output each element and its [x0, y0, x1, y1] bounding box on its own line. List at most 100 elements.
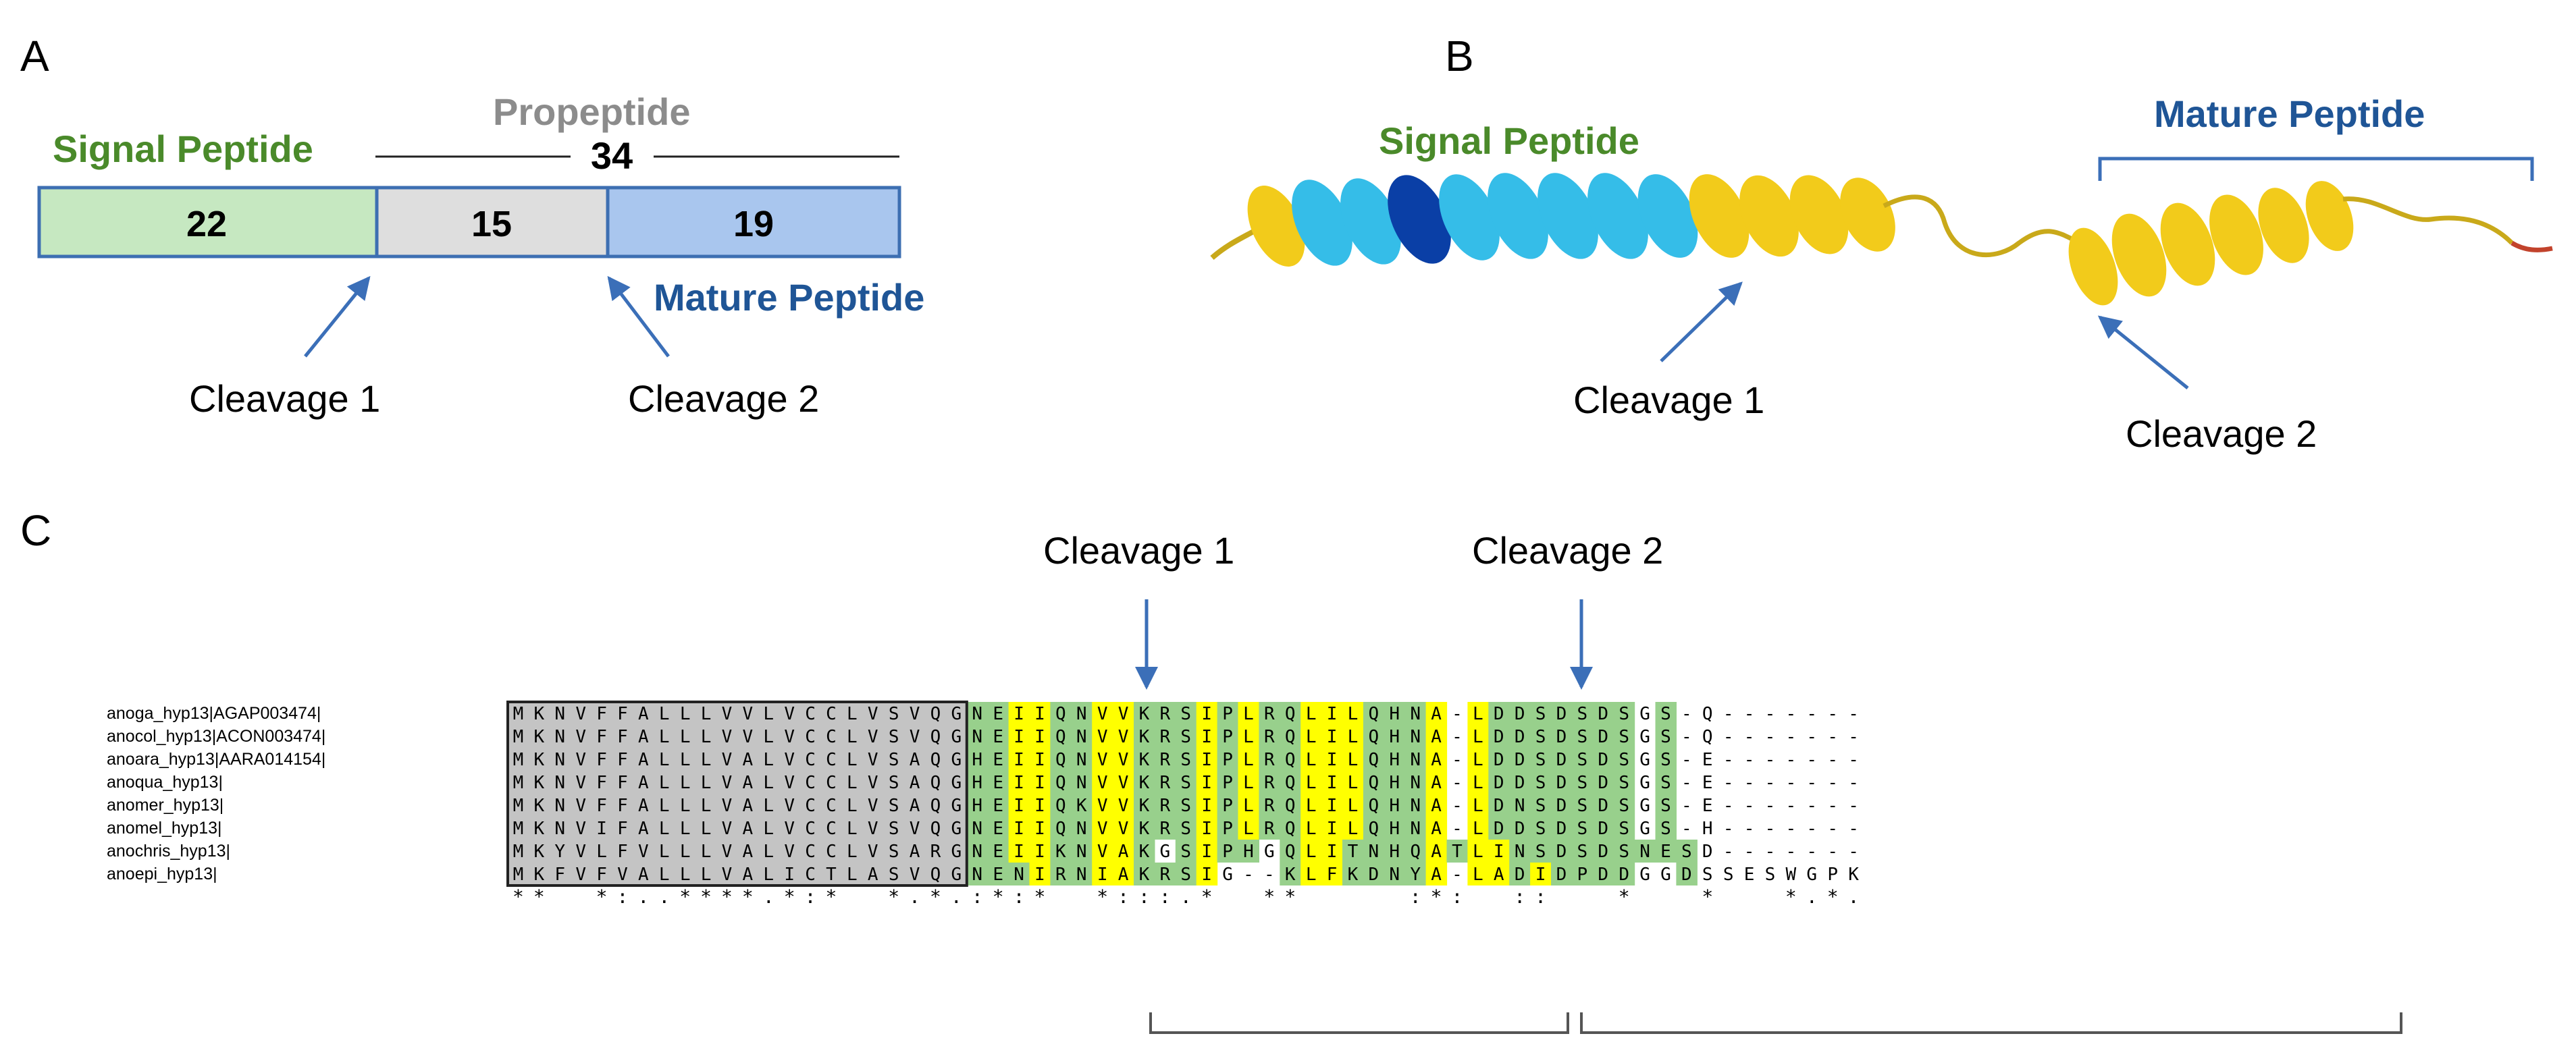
residue: N [1389, 865, 1400, 885]
residue-shade [799, 771, 822, 794]
residue-shade [737, 725, 759, 748]
residue-shade [1404, 794, 1427, 817]
residue-shade [1404, 748, 1427, 771]
residue: S [1535, 750, 1546, 770]
residue: Q [1285, 750, 1296, 770]
residue: V [722, 842, 733, 862]
residue: E [1744, 865, 1755, 885]
residue: E [993, 727, 1003, 747]
residue: D [1494, 773, 1504, 793]
residue-shade [987, 794, 1009, 817]
residue: - [1786, 727, 1797, 747]
residue-shade [654, 702, 675, 725]
residue-shade [1571, 748, 1594, 771]
residue-shade [1342, 725, 1364, 748]
residue-shade [1571, 794, 1594, 817]
residue: Q [1285, 819, 1296, 839]
residue-shade [633, 794, 654, 817]
residue-shade [1134, 794, 1155, 817]
residue: I [1327, 773, 1338, 793]
residue: V [910, 819, 920, 839]
residue: I [1327, 704, 1338, 724]
residue: I [1014, 819, 1024, 839]
residue: L [701, 842, 712, 862]
residue: R [1160, 773, 1171, 793]
residue: L [1473, 865, 1483, 885]
residue: S [1660, 819, 1671, 839]
residue: N [554, 819, 565, 839]
residue-shade [1280, 840, 1301, 863]
residue-shade [591, 725, 613, 748]
b-cleavage-2-arrow [2097, 315, 2189, 389]
residue: - [1243, 865, 1254, 885]
residue-shade [1175, 702, 1197, 725]
residue: P [1222, 796, 1233, 816]
residue: F [596, 865, 607, 885]
residue: S [1535, 773, 1546, 793]
residue: E [1702, 750, 1713, 770]
residue-shade [1092, 771, 1113, 794]
residue-shade [883, 748, 905, 771]
residue: K [534, 773, 545, 793]
residue: L [847, 704, 858, 724]
residue: L [763, 704, 774, 724]
residue: L [1348, 773, 1359, 793]
residue-shade [1384, 702, 1406, 725]
residue: P [1222, 727, 1233, 747]
residue: F [554, 865, 565, 885]
residue: P [1222, 842, 1233, 862]
residue-shade [1008, 748, 1030, 771]
residue-shade [1113, 771, 1134, 794]
residue-shade [570, 771, 592, 794]
conservation-mark: * [888, 885, 899, 908]
residue-shade [1551, 725, 1573, 748]
residue: E [1702, 796, 1713, 816]
residue-shade [779, 702, 801, 725]
residue-shade [1342, 794, 1364, 817]
residue-shade [675, 725, 696, 748]
residue-shade [1488, 702, 1510, 725]
residue-shade [549, 725, 571, 748]
residue: V [575, 819, 586, 839]
residue-shade [591, 702, 613, 725]
residue-shade [841, 725, 863, 748]
residue: V [1118, 704, 1129, 724]
residue: P [1222, 750, 1233, 770]
residue: K [1055, 842, 1066, 862]
residue: - [1827, 842, 1838, 862]
residue: V [575, 773, 586, 793]
residue: - [1786, 750, 1797, 770]
residue: - [1744, 750, 1755, 770]
residue-shade [1488, 817, 1510, 840]
residue: V [868, 704, 878, 724]
residue: H [1243, 842, 1254, 862]
b-mature-bracket [2098, 157, 2534, 181]
residue-shade [549, 771, 571, 794]
residue-shade [1321, 794, 1343, 817]
residue: S [889, 819, 899, 839]
conservation-mark: * [1034, 885, 1046, 908]
residue: A [743, 796, 754, 816]
residue-shade [904, 702, 926, 725]
residue: M [513, 773, 524, 793]
residue-shade [1571, 817, 1594, 840]
residue: D [1598, 819, 1608, 839]
residue: N [1369, 842, 1379, 862]
residue: Q [930, 727, 941, 747]
residue-shade [716, 771, 738, 794]
residue-shade [1217, 748, 1239, 771]
residue: P [1222, 819, 1233, 839]
conservation-mark: : [1014, 885, 1025, 908]
conservation-mark: * [930, 885, 941, 908]
residue: L [847, 773, 858, 793]
residue: N [1076, 773, 1087, 793]
residue-shade [799, 794, 822, 817]
residue-shade [1467, 840, 1489, 863]
residue: V [784, 704, 795, 724]
residue-shade [925, 840, 947, 863]
conservation-mark: : [1410, 885, 1421, 908]
residue-shade [1321, 863, 1343, 885]
residue: - [1723, 727, 1734, 747]
residue: L [701, 750, 712, 770]
b-cleavage-2-label: Cleavage 2 [2126, 412, 2317, 455]
